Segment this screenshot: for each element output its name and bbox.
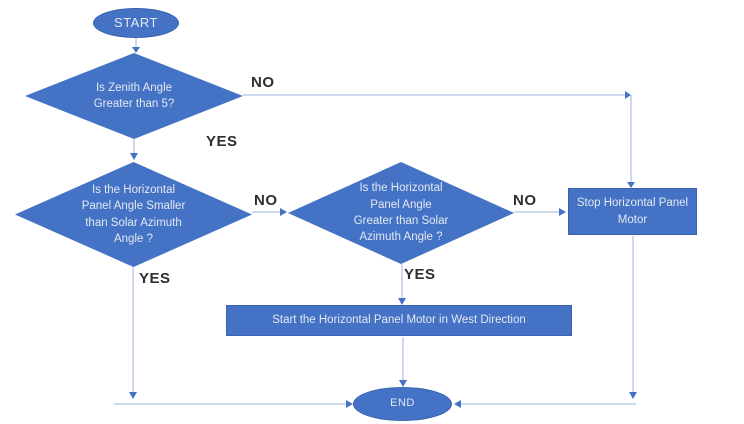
arrowhead-down-icon xyxy=(129,392,137,399)
start-label: START xyxy=(114,14,158,30)
start-terminator: START xyxy=(93,8,179,38)
arrowhead-down-icon xyxy=(130,153,138,160)
end-label: END xyxy=(390,397,415,410)
arrowhead-right-icon xyxy=(559,208,566,216)
arrowhead-down-icon xyxy=(398,298,406,305)
arrowhead-down-icon xyxy=(629,392,637,399)
arrowhead-down-icon xyxy=(399,380,407,387)
process-start-motor-west-label: Start the Horizontal Panel Motor in West… xyxy=(272,314,526,327)
arrowhead-left-icon xyxy=(454,400,461,408)
arrowhead-right-icon xyxy=(280,208,287,216)
decision-panel-angle-greater-label: Is the Horizontal Panel Angle Greater th… xyxy=(353,182,449,244)
arrowhead-right-icon xyxy=(346,400,353,408)
edge-label-greater-no: NO xyxy=(513,192,537,209)
process-start-motor-west: Start the Horizontal Panel Motor in West… xyxy=(226,305,572,336)
edge-label-zenith-yes: YES xyxy=(206,133,238,150)
edge-label-smaller-no: NO xyxy=(254,192,278,209)
end-terminator: END xyxy=(353,387,452,421)
arrowhead-right-icon xyxy=(625,91,631,99)
edge-label-zenith-no: NO xyxy=(251,74,275,91)
decision-zenith-angle-label: Is Zenith Angle Greater than 5? xyxy=(93,81,175,110)
edge-label-greater-yes: YES xyxy=(404,266,436,283)
process-stop-motor-label: Stop Horizontal Panel Motor xyxy=(576,197,689,226)
process-stop-motor: Stop Horizontal Panel Motor xyxy=(568,188,697,235)
arrowhead-down-icon xyxy=(132,47,140,53)
edge-label-smaller-yes: YES xyxy=(139,270,171,287)
decision-panel-angle-smaller-label: Is the Horizontal Panel Angle Smaller th… xyxy=(81,183,186,245)
arrowhead-down-icon xyxy=(627,182,635,188)
